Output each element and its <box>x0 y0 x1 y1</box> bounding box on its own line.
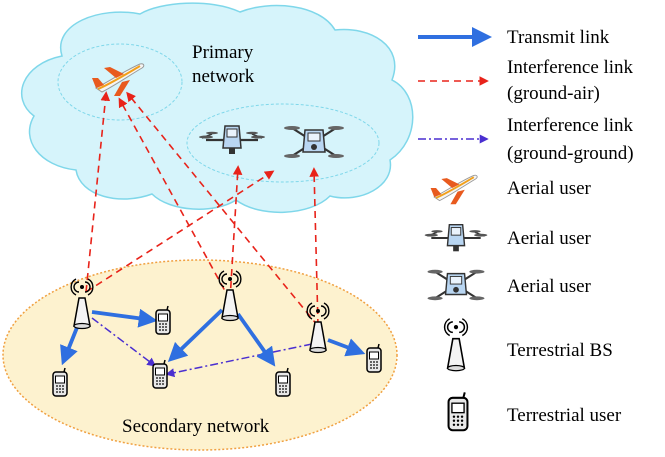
ground-air-link <box>126 91 319 327</box>
ground-air-link <box>118 97 231 301</box>
legend-terrestrial-bs-label: Terrestrial BS <box>507 340 613 361</box>
mobile-phone-icon <box>52 367 68 397</box>
ground-air-link <box>309 167 319 327</box>
legend-mobile-phone-icon <box>447 391 469 432</box>
legend-aerial-user-drone-b-label: Aerial user <box>507 276 592 297</box>
legend-quadrotor-drone-icon <box>423 223 489 253</box>
legend-antenna-tower-icon <box>443 317 469 372</box>
legend: Transmit link Interference link (ground-… <box>418 27 634 432</box>
transmit-link <box>327 338 366 357</box>
legend-x-quadcopter-icon <box>426 268 486 302</box>
ground-air-link <box>85 91 111 293</box>
ground-air-link <box>229 165 243 301</box>
drone-zone <box>186 103 380 183</box>
legend-ground-ground-label-2: (ground-ground) <box>507 143 634 164</box>
legend-terrestrial-user-label: Terrestrial user <box>507 405 622 426</box>
secondary-network-region <box>2 259 398 451</box>
ground-air-link <box>85 170 275 293</box>
legend-ground-air-label-1: Interference link <box>507 57 634 78</box>
ground-air-interference-links <box>85 91 319 327</box>
legend-airplane-icon <box>429 174 479 206</box>
ground-ground-interference-links <box>91 317 313 378</box>
primary-network-label-1: Primary <box>192 42 254 63</box>
legend-aerial-user-plane-label: Aerial user <box>507 178 592 199</box>
transmit-link <box>236 312 276 367</box>
mobile-phone-icon <box>366 343 382 373</box>
transmit-link <box>167 308 224 362</box>
mobile-phone-icon <box>275 367 291 397</box>
mobile-phone-icon <box>152 359 168 389</box>
plane-zone <box>57 43 183 121</box>
mobile-phone-icon <box>155 305 171 335</box>
legend-ground-ground-label-1: Interference link <box>507 115 634 136</box>
primary-network-cloud <box>20 2 414 214</box>
legend-ground-air-label-2: (ground-air) <box>507 83 600 104</box>
primary-network-label-2: network <box>192 66 255 87</box>
secondary-network-label: Secondary network <box>122 416 270 437</box>
transmit-link <box>91 308 158 328</box>
transmit-links <box>60 308 366 367</box>
legend-transmit-label: Transmit link <box>507 27 610 48</box>
legend-aerial-user-drone-a-label: Aerial user <box>507 228 592 249</box>
ground-ground-link <box>91 317 157 367</box>
